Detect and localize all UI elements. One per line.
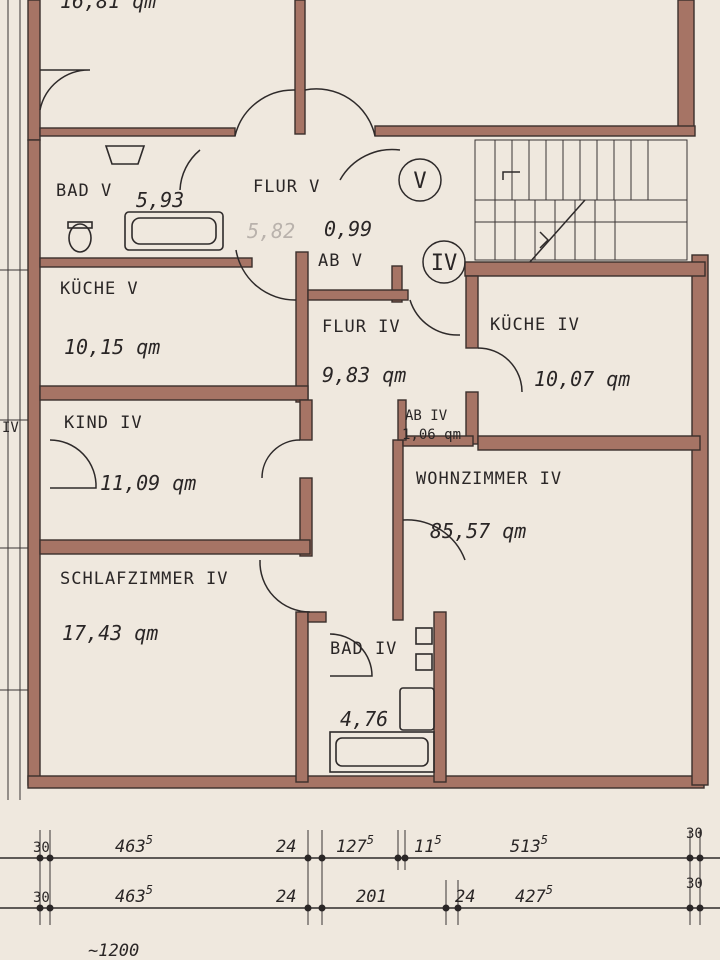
room-ab-v-area: 0,99 bbox=[324, 217, 372, 241]
room-bad-v-name: BAD V bbox=[56, 181, 112, 201]
room-ab-iv-name: AB IV bbox=[405, 408, 448, 424]
dim-row1-2: 24 bbox=[276, 837, 296, 857]
room-bad-v-area: 5,93 bbox=[136, 188, 184, 212]
dim-row2-5: 4275 bbox=[515, 883, 553, 907]
dim-row1-4: 115 bbox=[414, 833, 442, 857]
dim-row2-1: 4635 bbox=[115, 883, 153, 907]
room-flur-iv-area: 9,83 qm bbox=[322, 363, 406, 387]
room-kind-iv-area: 11,09 qm bbox=[100, 471, 196, 495]
exterior-walls bbox=[27, 139, 709, 789]
left-margin-lines bbox=[0, 0, 30, 800]
room-kueche-v-name: KÜCHE V bbox=[60, 277, 139, 299]
dim-row1-6: 30 bbox=[686, 826, 703, 842]
room-bad-iv-name: BAD IV bbox=[330, 639, 397, 659]
staircase bbox=[474, 139, 688, 263]
unit-marker-iv-label: IV bbox=[431, 251, 458, 276]
bathroom-fixtures bbox=[67, 145, 435, 773]
dim-row2-3: 201 bbox=[356, 887, 387, 907]
dim-row1-5: 5135 bbox=[510, 833, 548, 857]
dim-row1-1: 4635 bbox=[115, 833, 153, 857]
unit-markers: V IV bbox=[398, 158, 466, 284]
upper-walls bbox=[27, 0, 696, 141]
dimension-chains: 30 4635 24 1275 115 5135 30 30 4635 24 2… bbox=[0, 826, 720, 960]
room-kueche-iv-area: 10,07 qm bbox=[534, 367, 630, 391]
doors bbox=[39, 69, 523, 677]
room-bad-iv-area: 4,76 bbox=[340, 707, 388, 731]
room-labels: 16,81 qm IV BAD V 5,93 FLUR V 5,82 0,99 … bbox=[2, 0, 630, 731]
room-flur-v-area: 5,82 bbox=[247, 219, 295, 243]
dim-row2-6: 30 bbox=[686, 876, 703, 892]
unit-marker-v: V bbox=[398, 158, 442, 202]
unit-marker-iv: IV bbox=[422, 240, 466, 284]
room-flur-v-name: FLUR V bbox=[253, 177, 320, 197]
interior-walls bbox=[39, 251, 701, 783]
room-kueche-v-area: 10,15 qm bbox=[64, 335, 160, 359]
dim-row1-3: 1275 bbox=[336, 833, 374, 857]
dim-row2-2: 24 bbox=[276, 887, 296, 907]
room-wohnzimmer-iv-name: WOHNZIMMER IV bbox=[416, 469, 562, 489]
room-schlafzimmer-iv-area: 17,43 qm bbox=[62, 621, 158, 645]
room-flur-iv-name: FLUR IV bbox=[322, 317, 401, 337]
dim-row2-4: 24 bbox=[455, 887, 475, 907]
dim-row2-0: 30 bbox=[33, 890, 50, 906]
room-kueche-iv-name: KÜCHE IV bbox=[490, 313, 580, 335]
dim-total: ~1200 bbox=[88, 941, 139, 960]
side-mark: IV bbox=[2, 420, 19, 436]
unit-marker-v-label: V bbox=[413, 169, 426, 194]
room-schlafzimmer-iv-name: SCHLAFZIMMER IV bbox=[60, 569, 229, 589]
dim-row1-0: 30 bbox=[33, 840, 50, 856]
room-wohnzimmer-iv-area: 85,57 qm bbox=[430, 519, 526, 543]
room-ab-iv-area: 1,06 qm bbox=[402, 427, 461, 443]
room-ab-v-label: AB V bbox=[318, 251, 363, 271]
room-kind-iv-name: KIND IV bbox=[64, 413, 143, 433]
top-fragment-area: 16,81 qm bbox=[60, 0, 156, 13]
